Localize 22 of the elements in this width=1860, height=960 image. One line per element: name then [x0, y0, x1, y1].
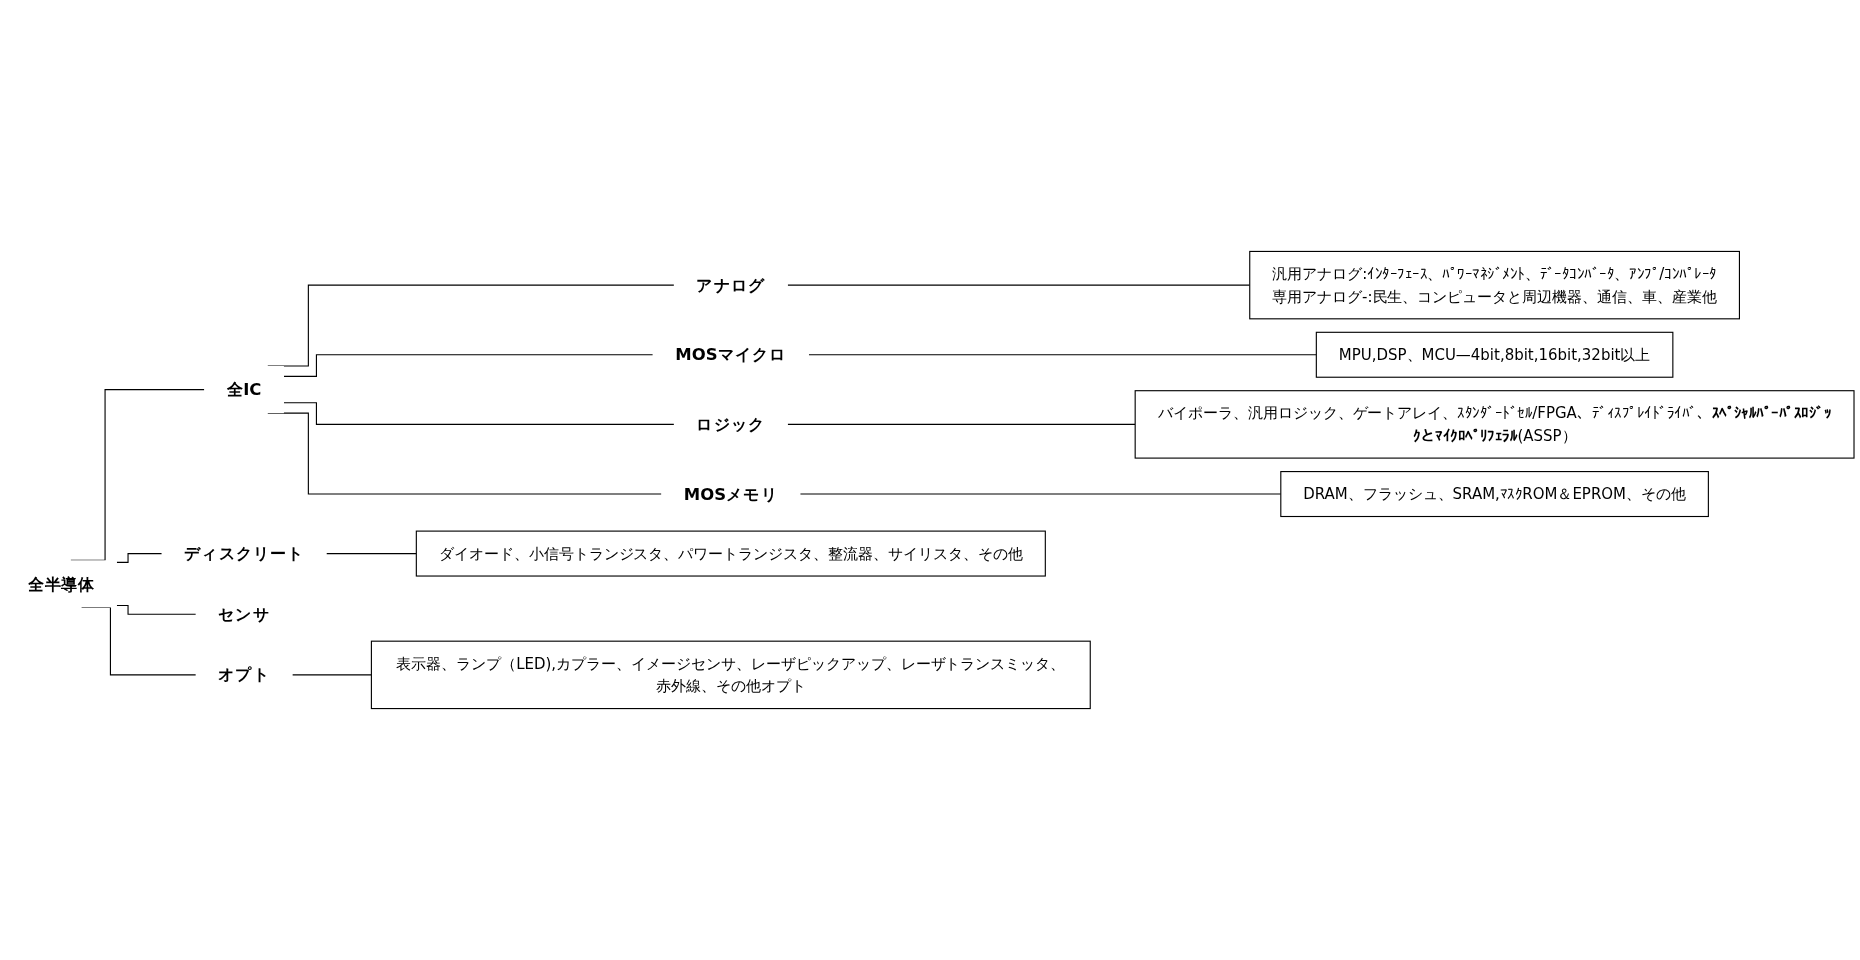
node-box: ダイオード、小信号トランジスタ、パワートランジスタ、整流器、サイリスタ、その他: [415, 530, 1046, 577]
node-text: オプト: [218, 665, 270, 685]
node-text: ロジック: [696, 415, 766, 434]
node-box: バイポーラ、汎用ロジック、ゲートアレイ、ｽﾀﾝﾀﾞｰﾄﾞｾﾙ/FPGA、ﾃﾞｨｽﾌﾟﾚｲﾄﾞﾗｲﾊﾞ、ｽﾍﾟｼｬﾙﾊﾟｰﾊﾟｽﾛｼﾞｯｸとﾏｲｸﾛﾍﾟﾘﾌｪﾗﾙ(ASSP）: [1134, 390, 1855, 459]
connector: [116, 604, 197, 615]
node-box: 汎用アナログ:ｲﾝﾀｰﾌｪｰｽ、ﾊﾟﾜｰﾏﾈｼﾞﾒﾝﾄ、ﾃﾞｰﾀｺﾝﾊﾞｰﾀ、ｱﾝﾌﾟ/ｺﾝﾊﾟﾚｰﾀ 専用アナログ-:民生、コンピュータと周辺機器、通信、車、産業他: [1249, 250, 1740, 320]
connector: [787, 423, 1136, 425]
node-text: MOSマイクロ: [675, 345, 787, 365]
node-text: MOSメモリ: [683, 484, 778, 504]
connector: [808, 354, 1317, 356]
node-box: MPU,DSP、MCU—4bit,8bit,16bit,32bit以上: [1315, 331, 1674, 378]
node-text: ディスクリート: [184, 544, 305, 563]
connector: [283, 354, 654, 377]
connector: [267, 284, 675, 367]
connector: [325, 553, 417, 555]
connector: [283, 402, 675, 425]
node-box: DRAM、フラッシュ、SRAM,ﾏｽｸROM＆EPROM、その他: [1280, 471, 1709, 518]
node-text: アナログ: [696, 275, 766, 295]
connector: [116, 553, 163, 563]
node-box: 表示器、ランプ（LED),カプラー、イメージセンサ、レーザピックアップ、レーザトランスミッタ、赤外線、その他オプト: [370, 640, 1091, 710]
connector: [291, 674, 372, 676]
node-text: センサ: [218, 604, 270, 624]
